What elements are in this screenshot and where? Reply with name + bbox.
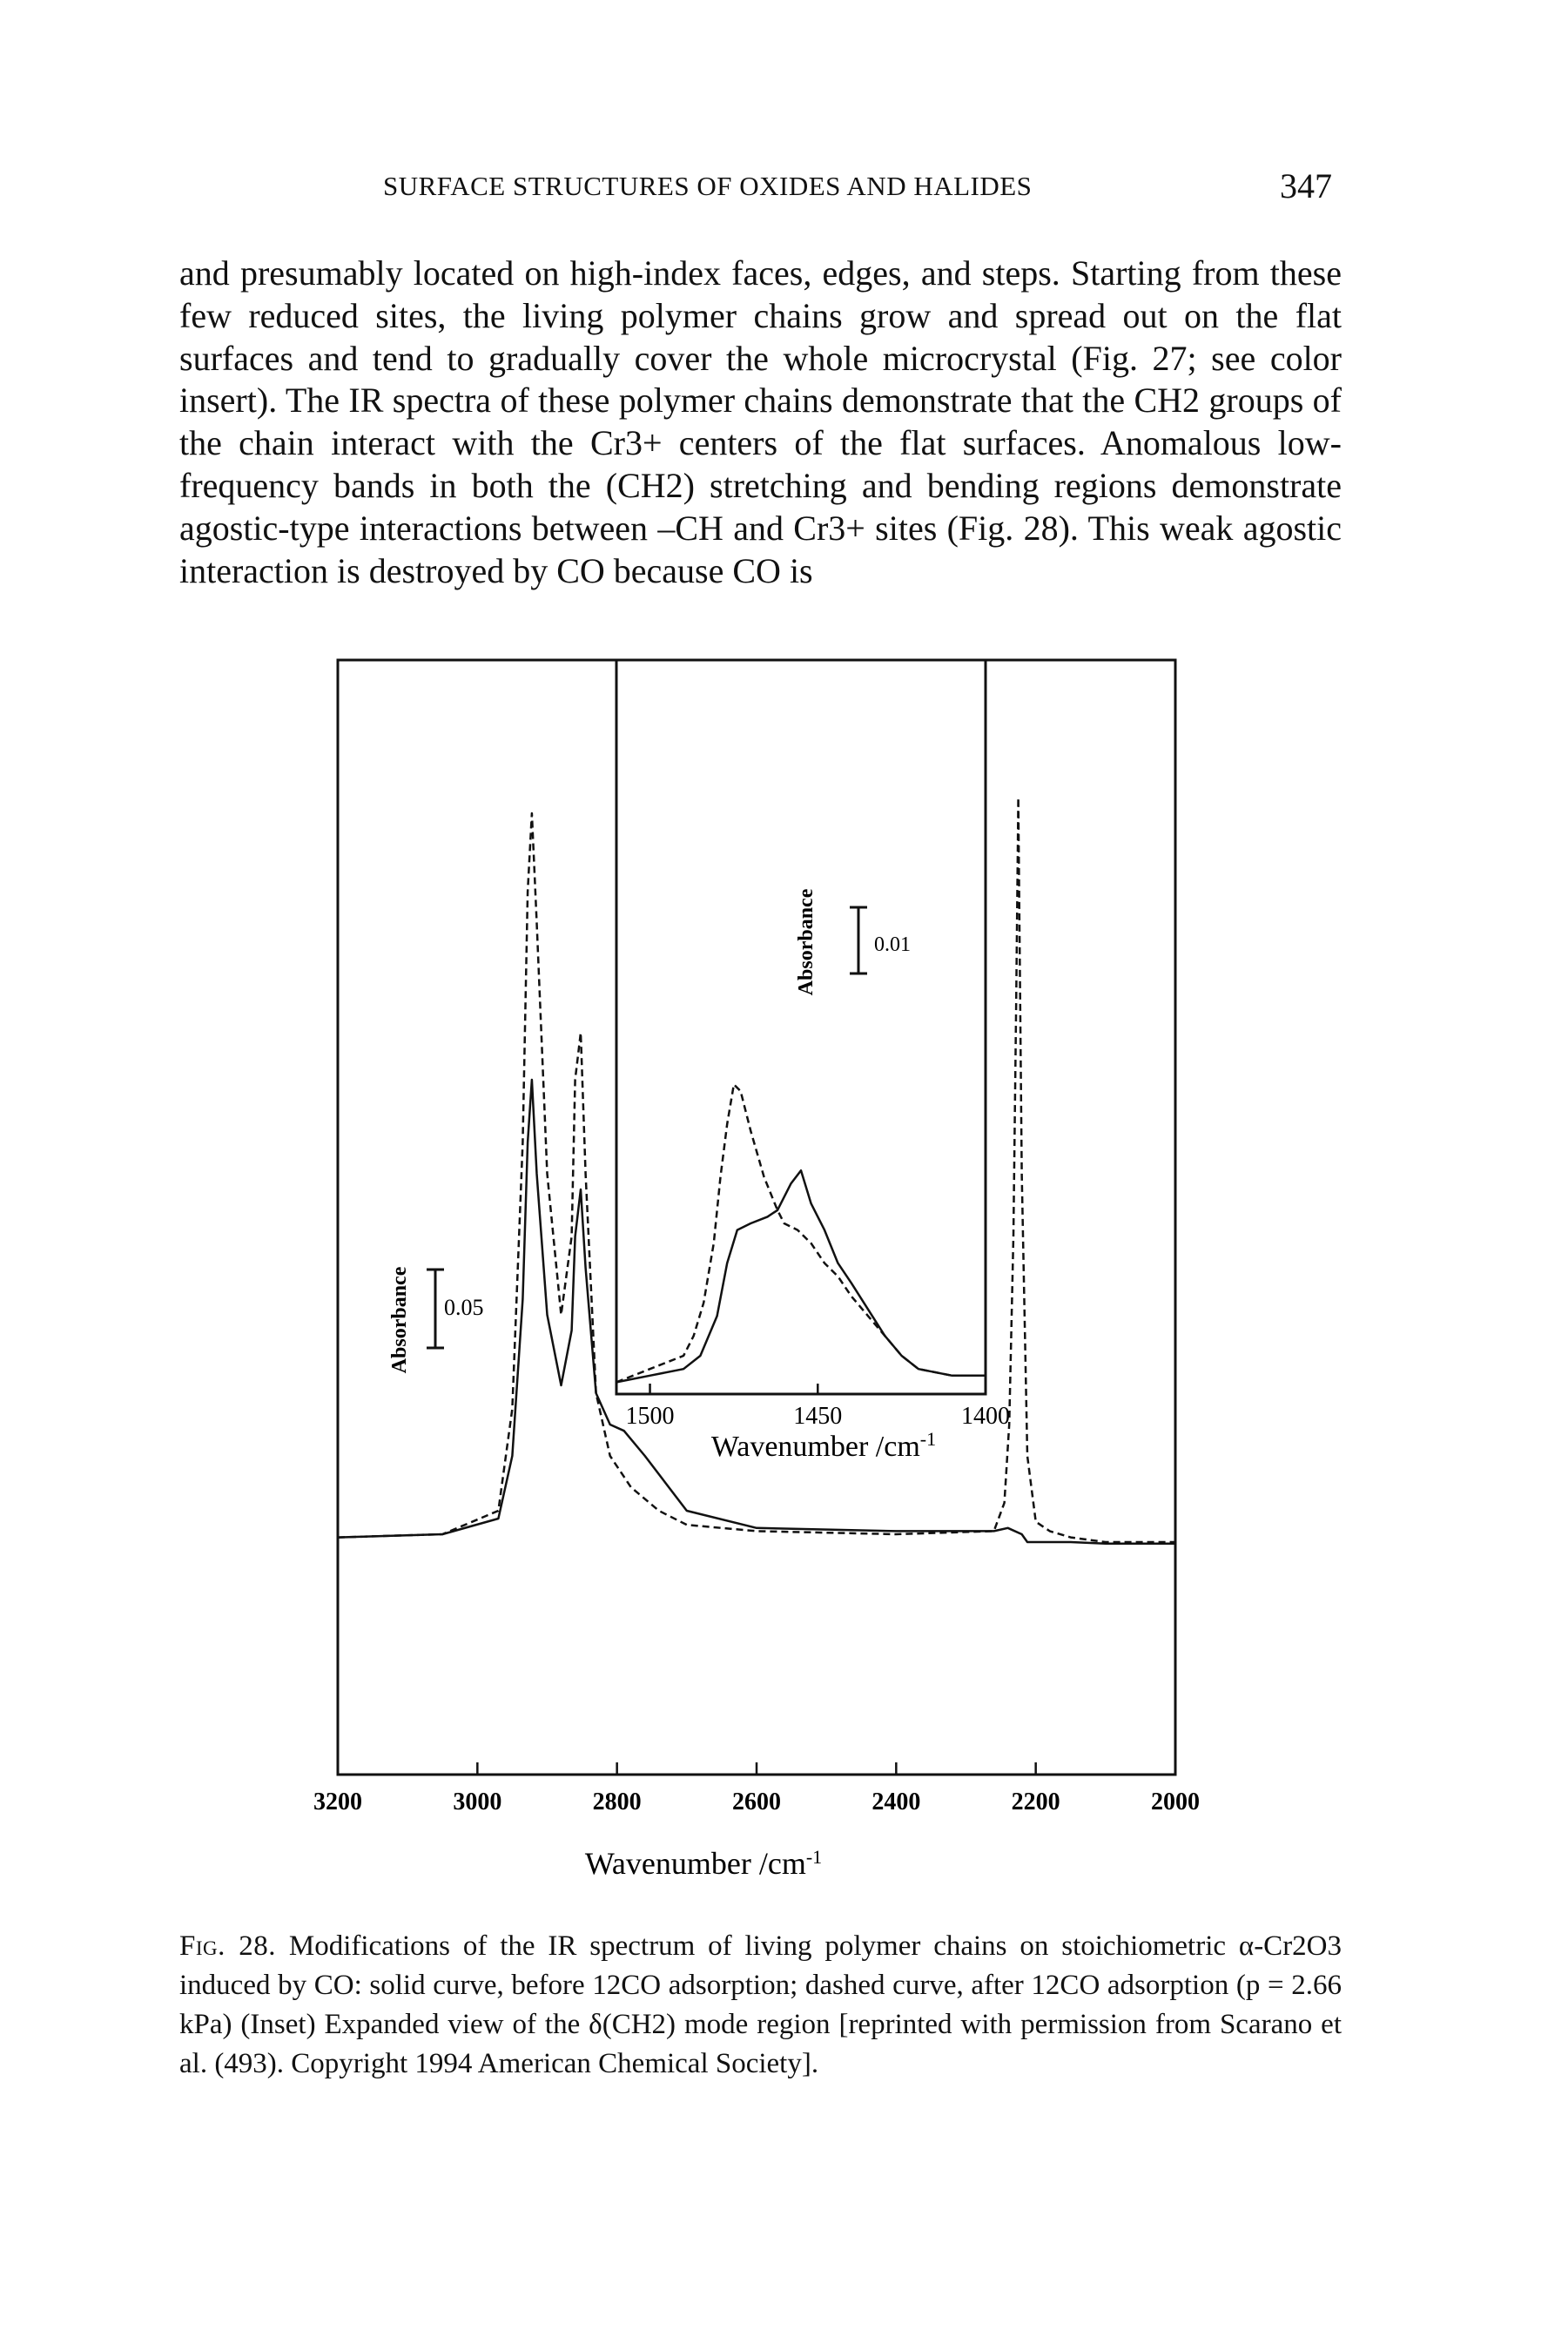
inset-scale-bar-label: 0.01 xyxy=(874,933,911,956)
main-x-tick-label: 2200 xyxy=(1012,1789,1060,1815)
ir-spectrum-figure: 3200 3000 2800 2600 2400 2200 2000 1500 1450 140… xyxy=(313,658,1200,1881)
main-x-tick-label: 2800 xyxy=(593,1789,642,1815)
main-x-tick-label: 2400 xyxy=(871,1789,920,1815)
main-x-tick-label: 2000 xyxy=(1151,1789,1200,1815)
inset-x-tick-label: 1500 xyxy=(626,1403,675,1430)
body-paragraph: and presumably located on high-index fac… xyxy=(179,253,1342,590)
inset-series-dashed-line xyxy=(616,1083,986,1384)
running-head: SURFACE STRUCTURES OF OXIDES AND HALIDES… xyxy=(383,166,1332,214)
inset-x-tick-label: 1400 xyxy=(961,1403,1010,1430)
inset-series-solid-line xyxy=(616,1169,986,1384)
main-x-axis-title-exponent: -1 xyxy=(806,1846,822,1868)
page-number: 347 xyxy=(1280,166,1332,205)
main-y-axis-label: Absorbance xyxy=(388,1266,411,1373)
main-x-axis-title-text: Wavenumber /cm xyxy=(585,1846,806,1881)
caption-label: Fig. 28. xyxy=(179,1930,276,1962)
inset-x-tick-label: 1450 xyxy=(793,1403,842,1430)
inset-series-group xyxy=(616,1083,986,1384)
main-scale-bar xyxy=(427,1268,444,1350)
figure-28: 3200 3000 2800 2600 2400 2200 2000 1500 1450 140… xyxy=(287,644,1271,1890)
inset-x-axis-title-exponent: -1 xyxy=(920,1428,936,1450)
inset-x-axis: 1500 1450 1400 xyxy=(626,1384,1010,1430)
running-title: SURFACE STRUCTURES OF OXIDES AND HALIDES xyxy=(383,171,1033,201)
caption-text: Modifications of the IR spectrum of livi… xyxy=(179,1930,1343,2079)
main-x-tick-label: 2600 xyxy=(732,1789,781,1815)
main-series-group xyxy=(337,796,1175,1546)
inset-scale-bar xyxy=(850,906,867,975)
main-x-tick-label: 3200 xyxy=(313,1789,362,1815)
inset-x-axis-title-text: Wavenumber /cm xyxy=(711,1431,920,1463)
inset-y-axis-label: Absorbance xyxy=(795,888,818,995)
inset-x-axis-title: Wavenumber /cm-1 xyxy=(711,1428,936,1463)
figure-caption: Fig. 28. Modifications of the IR spectru… xyxy=(179,1927,1342,2084)
main-x-axis: 3200 3000 2800 2600 2400 2200 2000 xyxy=(313,1762,1200,1815)
main-series-solid-line xyxy=(337,1078,1175,1546)
body-text: and presumably located on high-index fac… xyxy=(179,253,1342,592)
main-scale-bar-label: 0.05 xyxy=(444,1295,484,1320)
inset-plot-frame xyxy=(615,658,987,1396)
main-series-dashed-line xyxy=(337,796,1175,1544)
main-x-axis-title: Wavenumber /cm-1 xyxy=(585,1846,822,1881)
main-x-tick-label: 3000 xyxy=(453,1789,501,1815)
